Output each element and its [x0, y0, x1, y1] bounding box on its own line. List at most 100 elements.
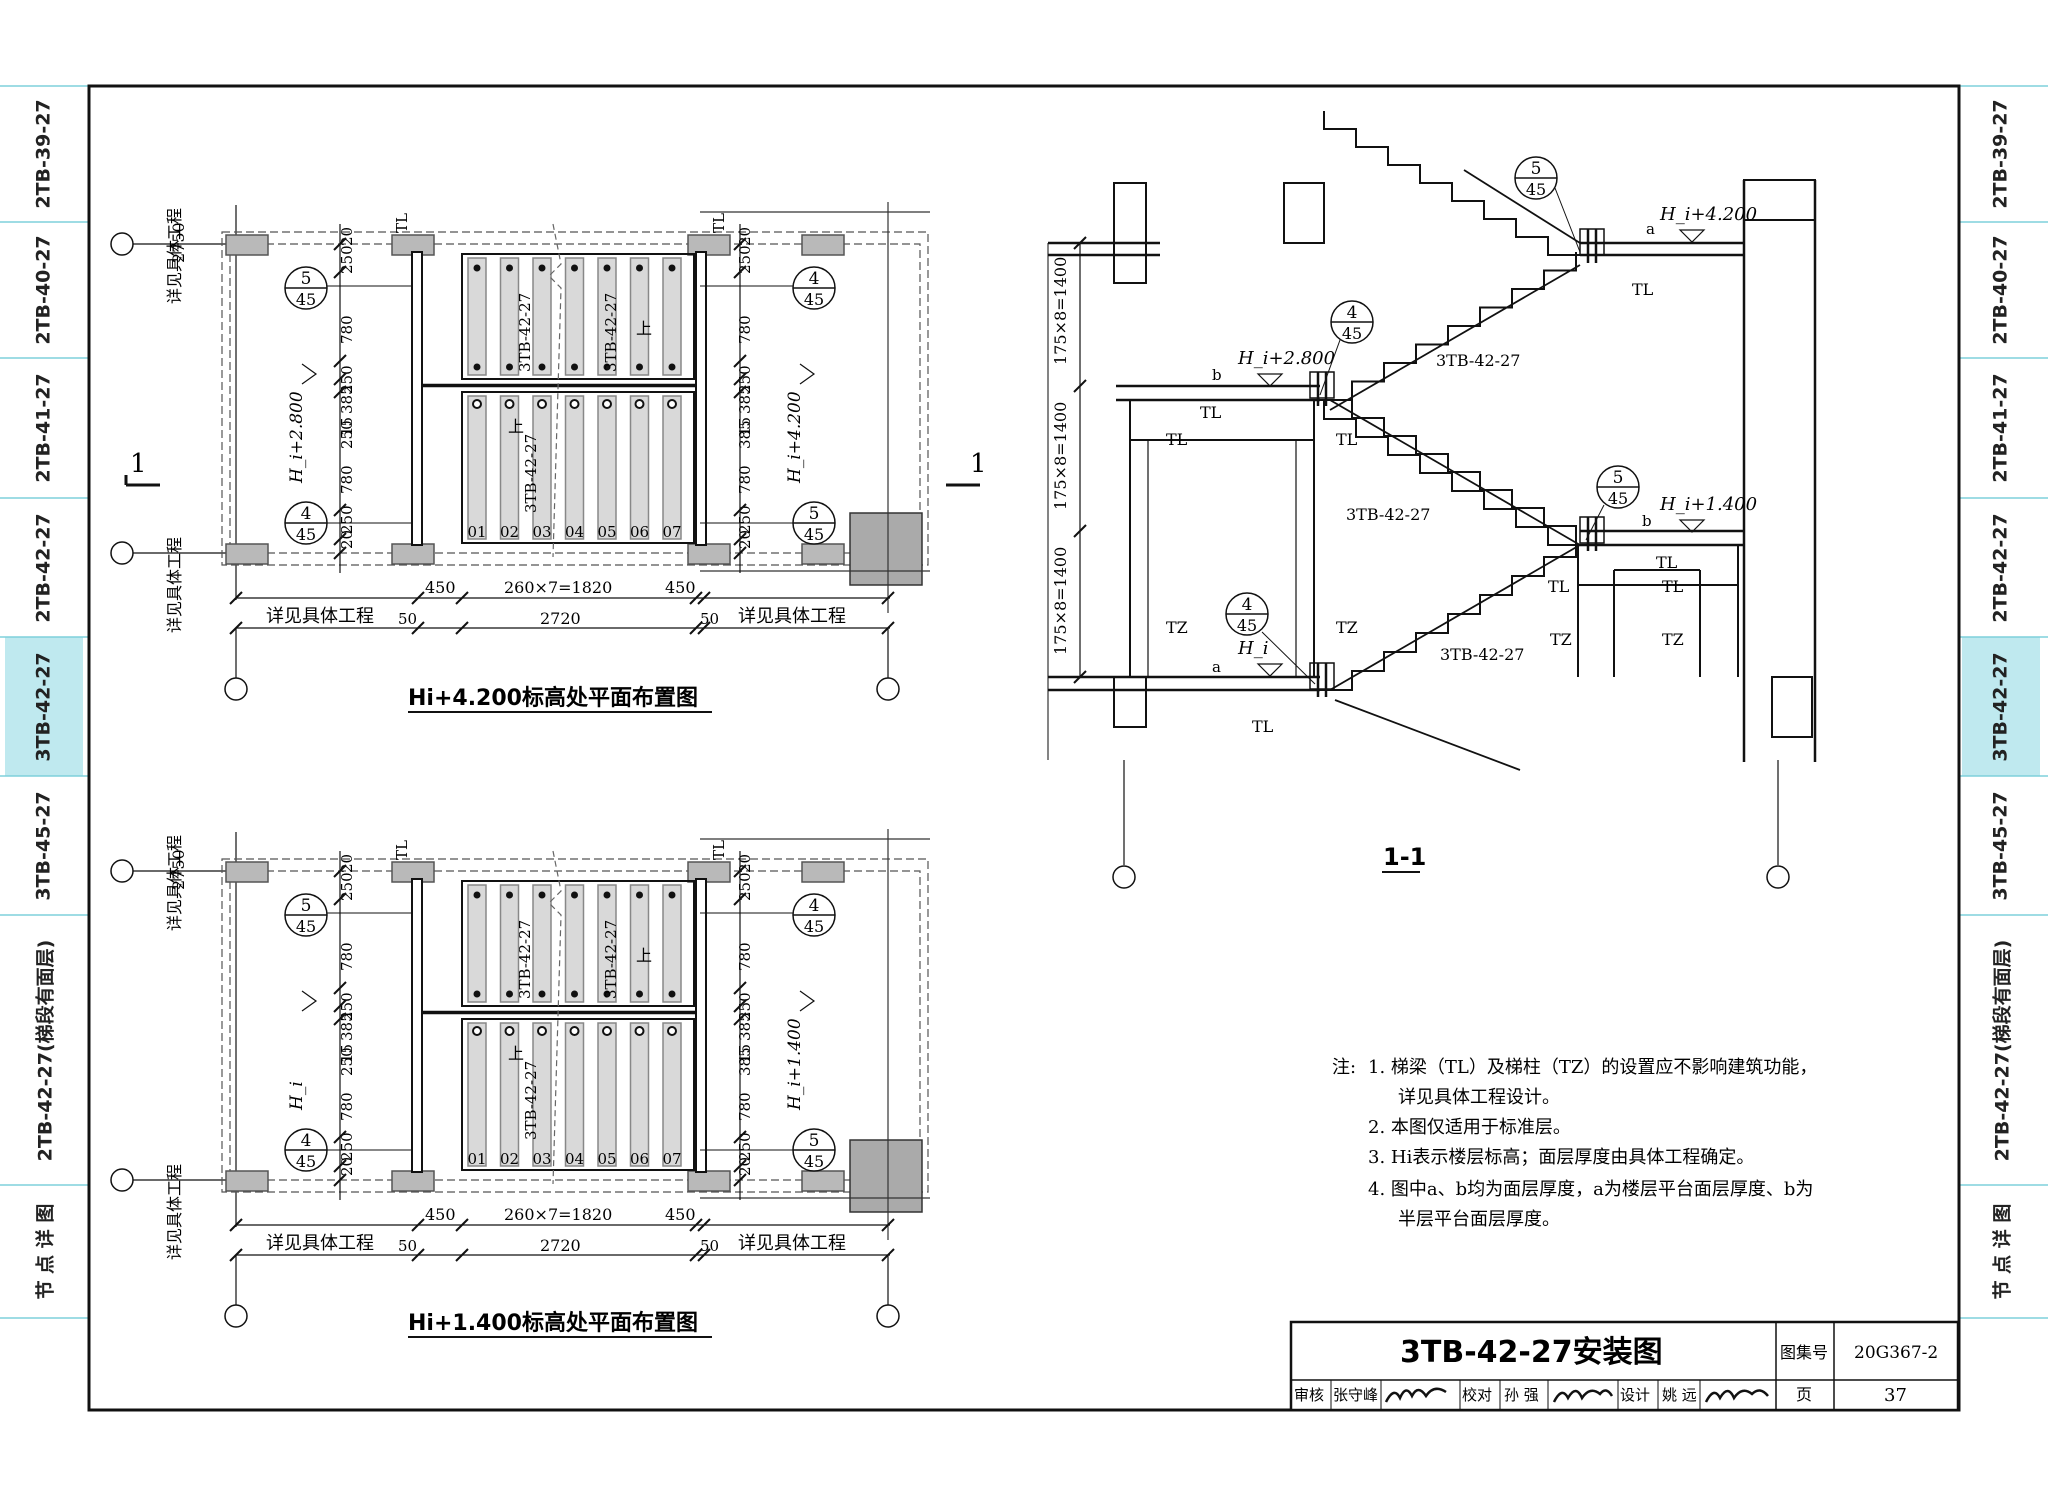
- side-tab-right-4[interactable]: 3TB-42-27: [1962, 637, 2040, 776]
- tread-number: 03: [532, 523, 551, 541]
- height-dim: 175×8=1400: [1051, 402, 1070, 510]
- flight-label: 3TB-42-27: [516, 293, 534, 372]
- dim-bottom2: 2720: [540, 1236, 581, 1255]
- detail-ref-page: 45: [804, 917, 824, 936]
- flight-upper: [461, 880, 695, 1007]
- dim-right: 20: [736, 227, 754, 246]
- detail-ref-page: 45: [1237, 616, 1257, 635]
- bolt-hole: [603, 990, 611, 998]
- grid-axis-bubble: [110, 232, 134, 256]
- dim-left: 385: [338, 385, 356, 414]
- flight-label: 3TB-42-27: [1346, 505, 1430, 524]
- bolt-hole: [472, 1026, 482, 1036]
- column: [391, 1170, 435, 1192]
- level-mark: H_i+1.400: [1659, 494, 1757, 515]
- tread-upper: [629, 884, 650, 1003]
- tread-number: 06: [630, 1150, 649, 1168]
- dim-right: 780: [736, 1092, 754, 1121]
- detail-ref-number: 4: [809, 896, 820, 916]
- flight-steps: [1320, 252, 1577, 401]
- dim-left: 250: [338, 365, 356, 394]
- detail-ref-page: 45: [1526, 180, 1546, 199]
- tread-lower: [532, 1022, 552, 1167]
- side-note: 详见具体工程: [165, 208, 184, 304]
- dim-right: 250: [736, 245, 754, 274]
- level-triangle: [1256, 663, 1284, 677]
- detail-ref-number: 5: [1613, 468, 1624, 488]
- dim-right: 780: [736, 465, 754, 494]
- bolt-hole: [667, 399, 677, 409]
- bolt-hole: [636, 363, 643, 371]
- section-mark-right: 1: [946, 449, 987, 487]
- grid-axis-bubble: [110, 859, 134, 883]
- tread-number: 01: [467, 523, 486, 541]
- detail-ref-page: 45: [804, 525, 824, 544]
- dim-bottom: 450: [665, 1205, 696, 1224]
- dim-left: 780: [338, 942, 356, 971]
- column: [801, 1170, 845, 1192]
- bolt-hole: [472, 399, 482, 409]
- connector: [1309, 371, 1335, 399]
- up-label: 上: [508, 417, 524, 436]
- notes: 注: 1. 梯梁（TL）及梯柱（TZ）的设置应不影响建筑功能， 详见具体工程设计…: [1332, 1057, 1817, 1230]
- level-triangle: [1678, 519, 1706, 533]
- beam-tl: [695, 878, 707, 1173]
- bolt-hole: [506, 363, 513, 371]
- tread-lower: [629, 395, 650, 540]
- grid-axis-bubble: [110, 1168, 134, 1192]
- elevation-text: H_i+2.800: [287, 391, 307, 484]
- thickness-mark: b: [1212, 366, 1222, 384]
- dim-left: 250: [338, 420, 356, 449]
- elevation-arrow: [301, 363, 318, 385]
- check-label: 校对: [1462, 1386, 1492, 1404]
- column-stub: [1113, 182, 1147, 284]
- dim-bottom2: 50: [700, 610, 719, 628]
- column: [225, 861, 269, 883]
- column: [687, 1170, 731, 1192]
- flight-steps: [1323, 111, 1580, 256]
- bolt-hole: [538, 264, 546, 272]
- signature-reviewer: [1384, 1387, 1447, 1403]
- beam-label: TL: [1336, 430, 1358, 449]
- wall-top: [1743, 179, 1816, 221]
- tread-upper: [597, 257, 617, 376]
- detail-ref-number: 4: [1347, 303, 1358, 323]
- bolt-hole: [473, 891, 481, 899]
- tread-lower: [499, 1022, 520, 1167]
- tread-lower: [532, 395, 552, 540]
- bolt-hole: [473, 990, 481, 998]
- level-triangle: [1256, 373, 1284, 387]
- svg-text:1: 1: [970, 449, 987, 479]
- tread-number: 07: [662, 1150, 681, 1168]
- level-mark: H_i: [1237, 638, 1268, 659]
- detail-reference: 445: [792, 893, 836, 937]
- tread-upper: [499, 257, 520, 376]
- side-note: 详见具体工程: [165, 1164, 184, 1260]
- bolt-hole: [571, 264, 578, 272]
- dim-left: 385: [338, 1012, 356, 1041]
- dim-overall: 2750: [169, 222, 188, 263]
- flight-label: 3TB-42-27: [1440, 645, 1524, 664]
- bolt-hole: [504, 1026, 515, 1036]
- dim-right: 250: [736, 1132, 754, 1161]
- dim-left: 15: [338, 1044, 356, 1063]
- title-block: 3TB-42-27安装图 图集号 20G367-2 页 37 审核 张守峰 校对…: [1289, 1320, 1960, 1412]
- bolt-hole: [537, 399, 547, 409]
- tread-number: 04: [565, 523, 584, 541]
- bolt-hole: [506, 891, 513, 899]
- detail-ref-page: 45: [296, 525, 316, 544]
- side-tab-left-4[interactable]: 3TB-42-27: [5, 637, 83, 776]
- elevation-mark: H_i+4.200: [785, 391, 805, 484]
- atlas-label: 图集号: [1780, 1343, 1828, 1362]
- beam-tl: [411, 251, 423, 546]
- tread-lower: [597, 395, 617, 540]
- dim-right: 385: [736, 1012, 754, 1041]
- elevation-mark: H_i: [287, 1081, 307, 1111]
- tread-lower: [499, 395, 520, 540]
- side-note-bottom: 详见具体工程: [738, 606, 846, 627]
- checker: 孙 强: [1504, 1386, 1539, 1404]
- beam-label: TL: [1662, 577, 1684, 596]
